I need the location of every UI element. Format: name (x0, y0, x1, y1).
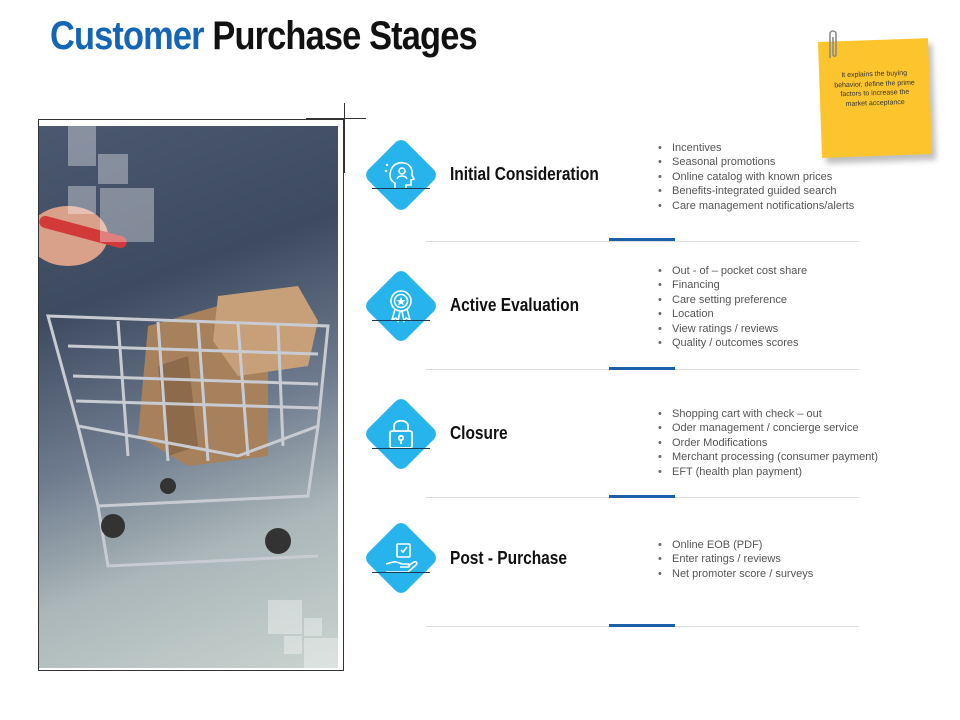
paperclip-icon (829, 30, 837, 58)
photo-frame (38, 119, 344, 671)
list-item: Enter ratings / reviews (658, 552, 813, 567)
icon-underline (372, 320, 430, 321)
list-item: Online catalog with known prices (658, 170, 854, 185)
list-item: Merchant processing (consumer payment) (658, 450, 878, 465)
decor-square (304, 638, 338, 668)
list-item: Net promoter score / surveys (658, 567, 813, 582)
page-title: Customer Purchase Stages (50, 14, 478, 59)
decor-square (304, 618, 322, 636)
list-item: View ratings / reviews (658, 322, 807, 337)
row-divider (426, 241, 859, 242)
row-accent (609, 495, 675, 498)
decor-square (68, 126, 96, 166)
icon-underline (372, 572, 430, 573)
decor-square (100, 188, 154, 242)
decor-square (284, 636, 302, 654)
decor-square (68, 186, 96, 214)
stage-label-initial-consideration: Initial Consideration (450, 164, 599, 184)
list-item: Care management notifications/alerts (658, 199, 854, 214)
list-item: Seasonal promotions (658, 155, 854, 170)
stage-bullets-initial-consideration: Incentives Seasonal promotions Online ca… (658, 141, 854, 213)
stage-bullets-post-purchase: Online EOB (PDF) Enter ratings / reviews… (658, 538, 813, 582)
row-accent (609, 624, 675, 627)
head-person-icon (384, 161, 416, 189)
row-accent (609, 367, 675, 370)
list-item: Location (658, 307, 807, 322)
crosshair-line (344, 103, 345, 173)
icon-underline (372, 188, 430, 189)
list-item: Quality / outcomes scores (658, 336, 807, 351)
sticky-note-text: It explains the buying behavior, define … (834, 69, 915, 108)
decor-square (98, 154, 128, 184)
list-item: Care setting preference (658, 293, 807, 308)
list-item: Order Modifications (658, 436, 878, 451)
list-item: Out - of – pocket cost share (658, 264, 807, 279)
crosshair-line (306, 118, 366, 119)
decor-square (268, 600, 302, 634)
shopping-cart-photo (38, 126, 338, 668)
title-rest: Purchase Stages (212, 14, 477, 58)
list-item: Financing (658, 278, 807, 293)
list-item: Incentives (658, 141, 854, 156)
list-item: Online EOB (PDF) (658, 538, 813, 553)
list-item: Oder management / concierge service (658, 421, 878, 436)
title-accent: Customer (50, 14, 205, 58)
award-badge-icon (390, 290, 412, 324)
stage-bullets-closure: Shopping cart with check – out Oder mana… (658, 407, 878, 479)
stage-label-active-evaluation: Active Evaluation (450, 295, 580, 315)
list-item: EFT (health plan payment) (658, 465, 878, 480)
icon-underline (372, 448, 430, 449)
hand-box-icon (385, 543, 418, 573)
list-item: Shopping cart with check – out (658, 407, 878, 422)
list-item: Benefits-integrated guided search (658, 184, 854, 199)
stage-label-closure: Closure (450, 423, 508, 443)
stage-bullets-active-evaluation: Out - of – pocket cost share Financing C… (658, 264, 807, 351)
stage-label-post-purchase: Post - Purchase (450, 548, 568, 568)
row-accent (609, 238, 675, 241)
